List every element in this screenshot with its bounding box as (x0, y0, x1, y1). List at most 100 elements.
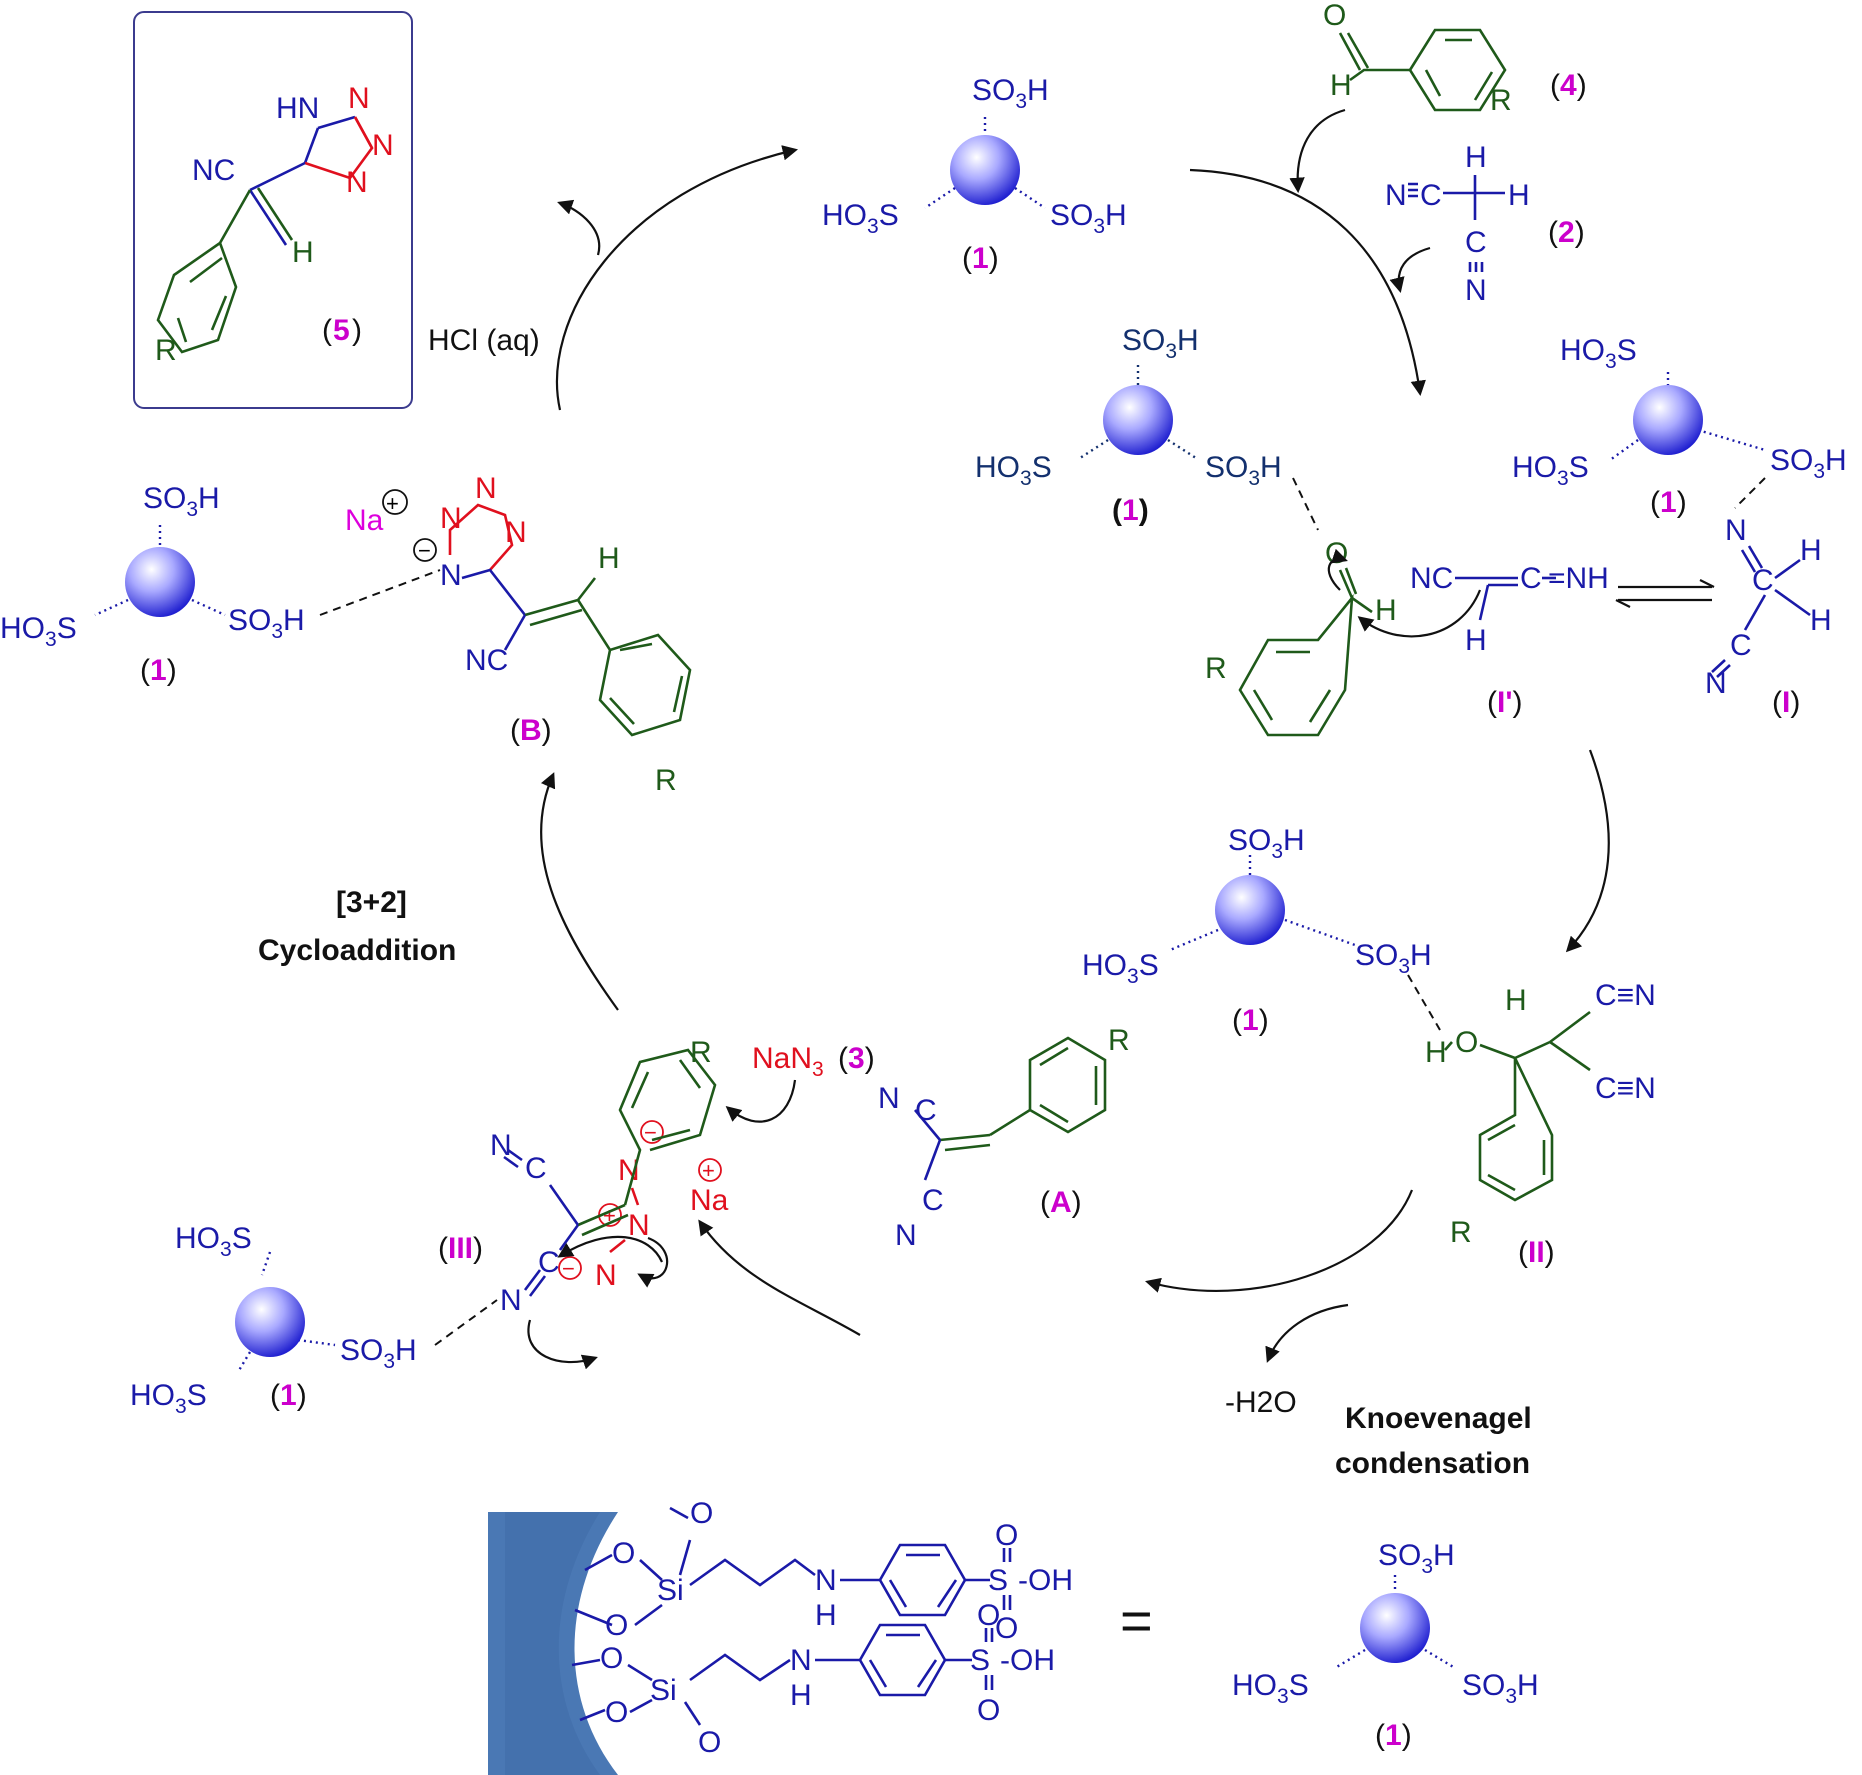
svg-text:H: H (1330, 69, 1352, 102)
svg-text:C: C (525, 1152, 547, 1185)
svg-text:O: O (605, 1609, 628, 1642)
silica-support-structure: O O Si O N H S O O -OH O O Si O N H S (488, 1497, 1073, 1775)
svg-text:(2): (2) (1548, 216, 1585, 249)
svg-text:HO3S: HO3S (1512, 451, 1589, 490)
svg-text:R: R (155, 334, 177, 367)
svg-text:H: H (1810, 604, 1832, 637)
svg-text:N: N (490, 1129, 512, 1162)
svg-text:-OH: -OH (1000, 1644, 1055, 1677)
svg-text:(I'): (I') (1487, 686, 1522, 719)
product-box (133, 11, 413, 409)
catalyst-1-legend: SO3H HO3S SO3H (1) (1232, 1539, 1539, 1752)
svg-text:O: O (698, 1726, 721, 1759)
svg-text:HO3S: HO3S (822, 199, 899, 238)
svg-text:SO3H: SO3H (1378, 1539, 1455, 1578)
equilibrium-arrows (1615, 579, 1715, 608)
svg-text:H: H (1508, 179, 1530, 212)
svg-text:SO3H: SO3H (143, 482, 220, 521)
svg-text:N: N (475, 472, 497, 505)
svg-text:SO3H: SO3H (340, 1334, 417, 1373)
cycloaddition-label-2: Cycloaddition (258, 934, 456, 967)
svg-text:R: R (1205, 652, 1227, 685)
svg-text:S: S (988, 1564, 1008, 1597)
knoevenagel-label-2: condensation (1335, 1447, 1530, 1480)
svg-text:NC: NC (1410, 562, 1453, 595)
svg-text:C: C (1465, 226, 1487, 259)
svg-text:N: N (1725, 514, 1747, 547)
svg-text:C≡N: C≡N (1595, 979, 1656, 1012)
svg-text:H: H (1800, 534, 1822, 567)
catalyst-sphere (1103, 385, 1173, 455)
svg-text:-OH: -OH (1018, 1564, 1073, 1597)
svg-text:SO3H: SO3H (228, 604, 305, 643)
catalyst-1-with-II: SO3H HO3S SO3H (1) H O H C≡N C≡N R (II) (1082, 824, 1656, 1269)
svg-text:N: N (618, 1154, 640, 1187)
catalyst-1-with-I: HO3S HO3S SO3H (1) N C H H C N (I) (1512, 334, 1847, 719)
svg-text:H: H (790, 1679, 812, 1712)
svg-text:C: C (1420, 179, 1442, 212)
product-5: HN N N N NC H R ( 5 ) (133, 11, 413, 409)
svg-text:=NH: =NH (1548, 562, 1609, 595)
hcl-label: HCl (aq) (428, 324, 540, 357)
svg-text:N: N (1705, 667, 1727, 700)
svg-text:SO3H: SO3H (1050, 199, 1127, 238)
catalyst-1-with-B: SO3H HO3S SO3H (1) Na + − N N N N NC H R… (0, 472, 692, 797)
svg-text:(1): (1) (140, 654, 177, 687)
malononitrile-2: N C H H C N (2) (1385, 141, 1585, 307)
svg-text:R: R (690, 1036, 712, 1069)
svg-text:(I): (I) (1772, 686, 1800, 719)
svg-text:O: O (612, 1537, 635, 1570)
svg-text:SO3H: SO3H (1355, 939, 1432, 978)
svg-text:C: C (922, 1184, 944, 1217)
svg-text:(III): (III) (438, 1232, 483, 1265)
svg-text:SO3H: SO3H (972, 74, 1049, 113)
svg-text:N: N (878, 1082, 900, 1115)
svg-text:+: + (702, 1158, 715, 1183)
svg-text:C≡N: C≡N (1595, 1072, 1656, 1105)
svg-text:HO3S: HO3S (175, 1222, 252, 1261)
svg-text:(A): (A) (1040, 1186, 1082, 1219)
svg-text:(1): (1) (270, 1379, 307, 1412)
cycle-arrows (540, 108, 1610, 1363)
svg-text:(1): (1) (1112, 494, 1149, 527)
svg-text:R: R (655, 764, 677, 797)
catalyst-1-activation: SO3H HO3S SO3H (1) O H R (975, 324, 1397, 737)
svg-text:H: H (815, 1599, 837, 1632)
svg-text:+: + (386, 491, 399, 516)
svg-text:H: H (1425, 1036, 1447, 1069)
benzaldehyde-4: O H R (4) (1323, 0, 1587, 117)
svg-text:O: O (977, 1694, 1000, 1727)
equals-sign: = (1120, 1589, 1153, 1652)
minus-water-label: -H2O (1225, 1386, 1297, 1419)
svg-text:SO3H: SO3H (1462, 1669, 1539, 1708)
azide-anion: − N + N − N + Na (558, 1120, 729, 1292)
sodium-azide-3: NaN3 (3) (752, 1042, 875, 1081)
svg-text:(II): (II) (1518, 1236, 1555, 1269)
svg-text:HO3S: HO3S (130, 1379, 207, 1418)
svg-text:N: N (500, 1284, 522, 1317)
svg-text:R: R (1450, 1216, 1472, 1249)
svg-text:H: H (292, 236, 314, 269)
svg-text:(1): (1) (1650, 486, 1687, 519)
svg-text:(B): (B) (510, 714, 552, 747)
svg-text:N: N (1465, 274, 1487, 307)
svg-text:O: O (977, 1599, 1000, 1632)
svg-text:−: − (562, 1256, 575, 1281)
svg-text:HO3S: HO3S (1082, 949, 1159, 988)
svg-text:R: R (1490, 84, 1512, 117)
catalyst-1-with-III: HO3S SO3H HO3S (1) N C C N R (III) (130, 1036, 717, 1418)
svg-text:N: N (790, 1644, 812, 1677)
svg-text:C: C (538, 1246, 560, 1279)
svg-text:O: O (995, 1612, 1018, 1645)
svg-text:HO3S: HO3S (1560, 334, 1637, 373)
cycloaddition-label-1: [3+2] (336, 886, 407, 919)
svg-text:Si: Si (650, 1674, 677, 1707)
svg-text:SO3H: SO3H (1205, 451, 1282, 490)
catalyst-sphere (1215, 875, 1285, 945)
svg-text:O: O (605, 1696, 628, 1729)
svg-text:NC: NC (465, 644, 508, 677)
svg-text:SO3H: SO3H (1122, 324, 1199, 363)
svg-text:R: R (1108, 1024, 1130, 1057)
svg-text:N: N (895, 1219, 917, 1252)
